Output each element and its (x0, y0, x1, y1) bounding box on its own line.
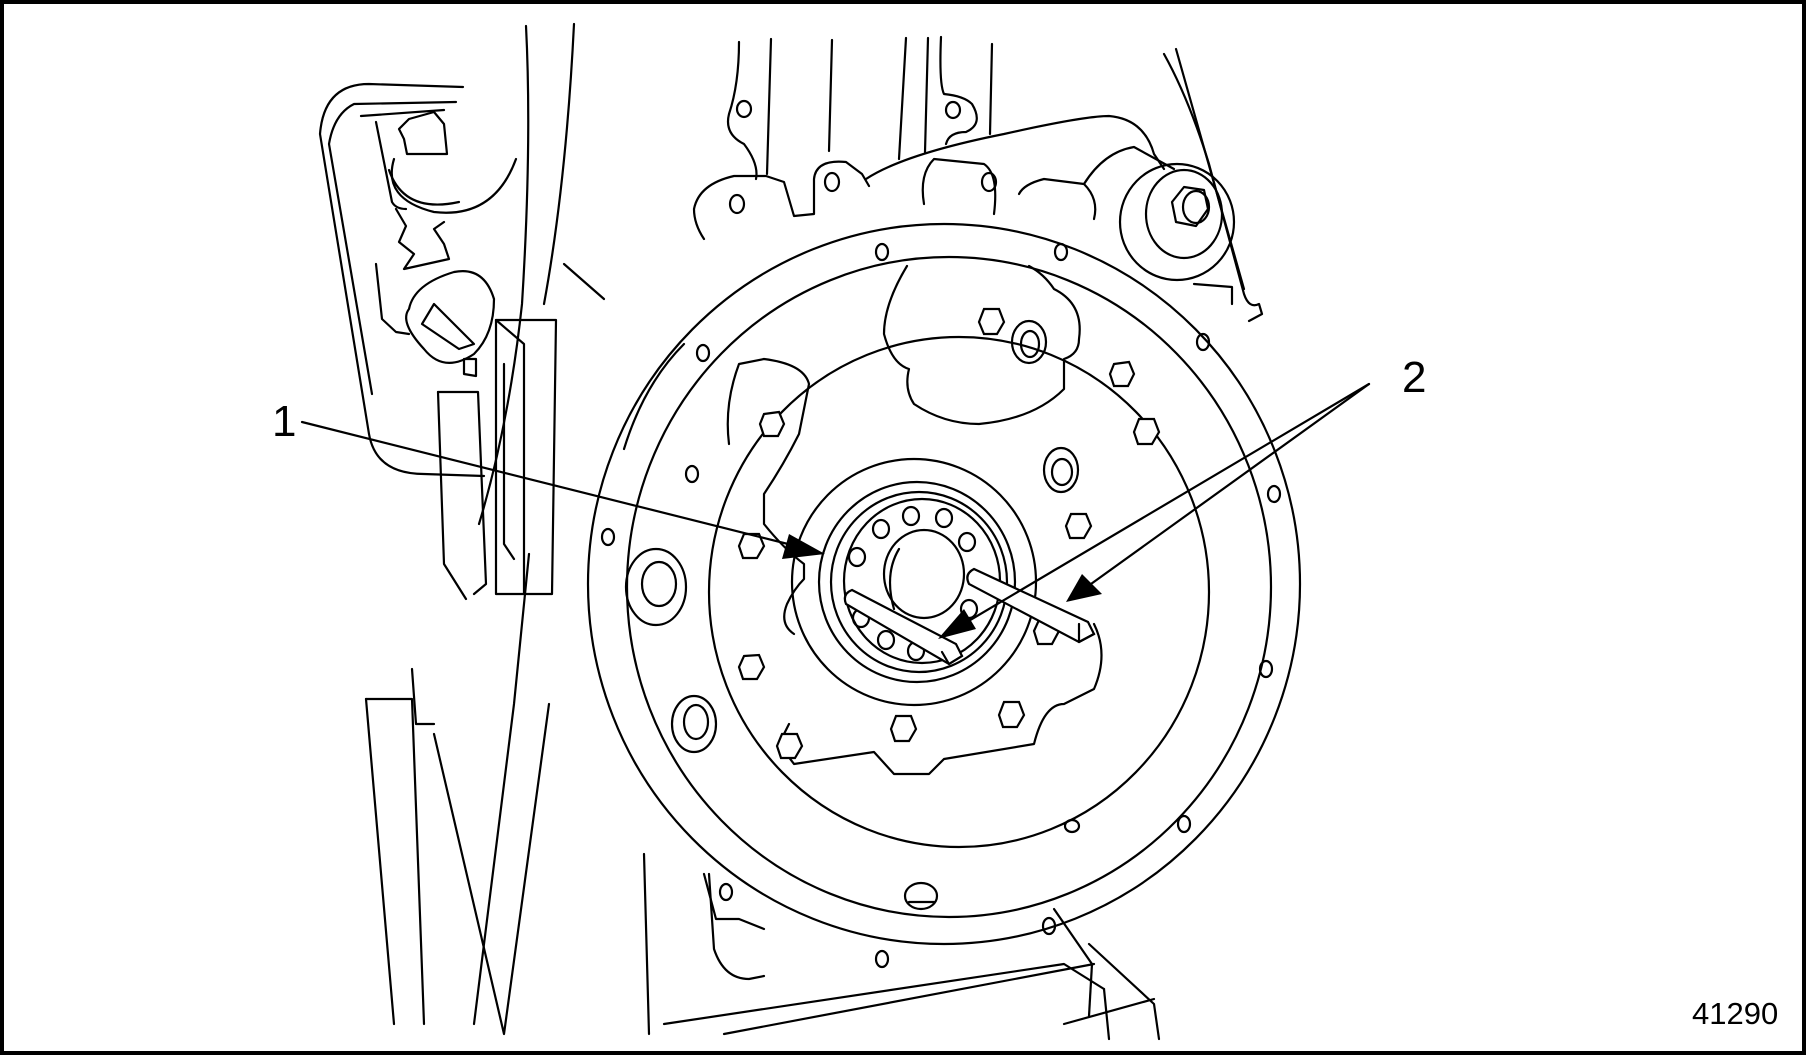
figure-id-label: 41290 (1692, 996, 1779, 1031)
callout-1-label: 1 (272, 397, 297, 446)
flywheel-housing (586, 222, 1302, 969)
guide-pins (843, 567, 1096, 666)
callout-2-label: 2 (1402, 353, 1427, 402)
engine-line-drawing (300, 22, 1371, 1041)
rear-cover-plate (624, 264, 1161, 776)
engine-block-top (692, 35, 1176, 241)
engine-stand (642, 852, 1161, 1041)
engine-block-left (318, 22, 606, 526)
callout-leaders (300, 382, 1371, 639)
mount-bracket-left (364, 318, 558, 1036)
accessory-pulley (1118, 47, 1264, 323)
